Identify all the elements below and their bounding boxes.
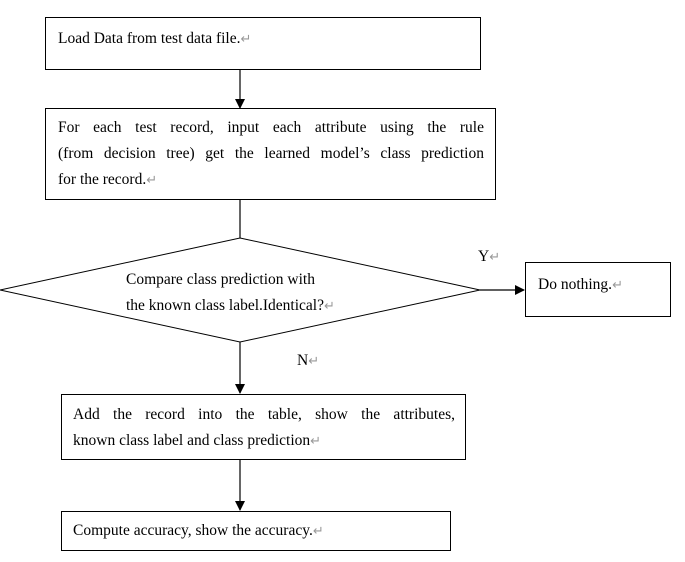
compare-line-2: the known class label.Identical? — [126, 297, 324, 314]
add-record-box: Add the record into the table, show the … — [61, 394, 466, 460]
predict-line-1: For each test record, input each attribu… — [58, 119, 484, 136]
compute-accuracy-text: Compute accuracy, show the accuracy. — [73, 522, 313, 539]
do-nothing-box: Do nothing.↵ — [525, 262, 671, 317]
load-data-box: Load Data from test data file.↵ — [45, 17, 481, 70]
predict-line-2: (from decision tree) get the learned mod… — [58, 145, 484, 162]
no-label: N — [297, 352, 309, 369]
paragraph-mark-icon: ↵ — [489, 249, 501, 264]
paragraph-mark-icon: ↵ — [240, 31, 252, 46]
paragraph-mark-icon: ↵ — [612, 277, 623, 292]
load-data-text: Load Data from test data file. — [58, 30, 241, 47]
yes-label: Y — [478, 248, 490, 265]
predict-box: For each test record, input each attribu… — [45, 108, 496, 200]
paragraph-mark-icon: ↵ — [310, 433, 322, 448]
add-record-line-2: known class label and class prediction — [73, 432, 311, 449]
paragraph-mark-icon: ↵ — [312, 523, 324, 538]
paragraph-mark-icon: ↵ — [323, 298, 335, 313]
paragraph-mark-icon: ↵ — [308, 353, 320, 368]
paragraph-mark-icon: ↵ — [146, 172, 158, 187]
predict-line-3: for the record. — [58, 171, 147, 188]
do-nothing-text: Do nothing. — [538, 276, 613, 293]
add-record-line-1: Add the record into the table, show the … — [73, 406, 455, 423]
compute-accuracy-box: Compute accuracy, show the accuracy.↵ — [61, 511, 451, 551]
compare-line-1: Compare class prediction with — [126, 271, 315, 288]
